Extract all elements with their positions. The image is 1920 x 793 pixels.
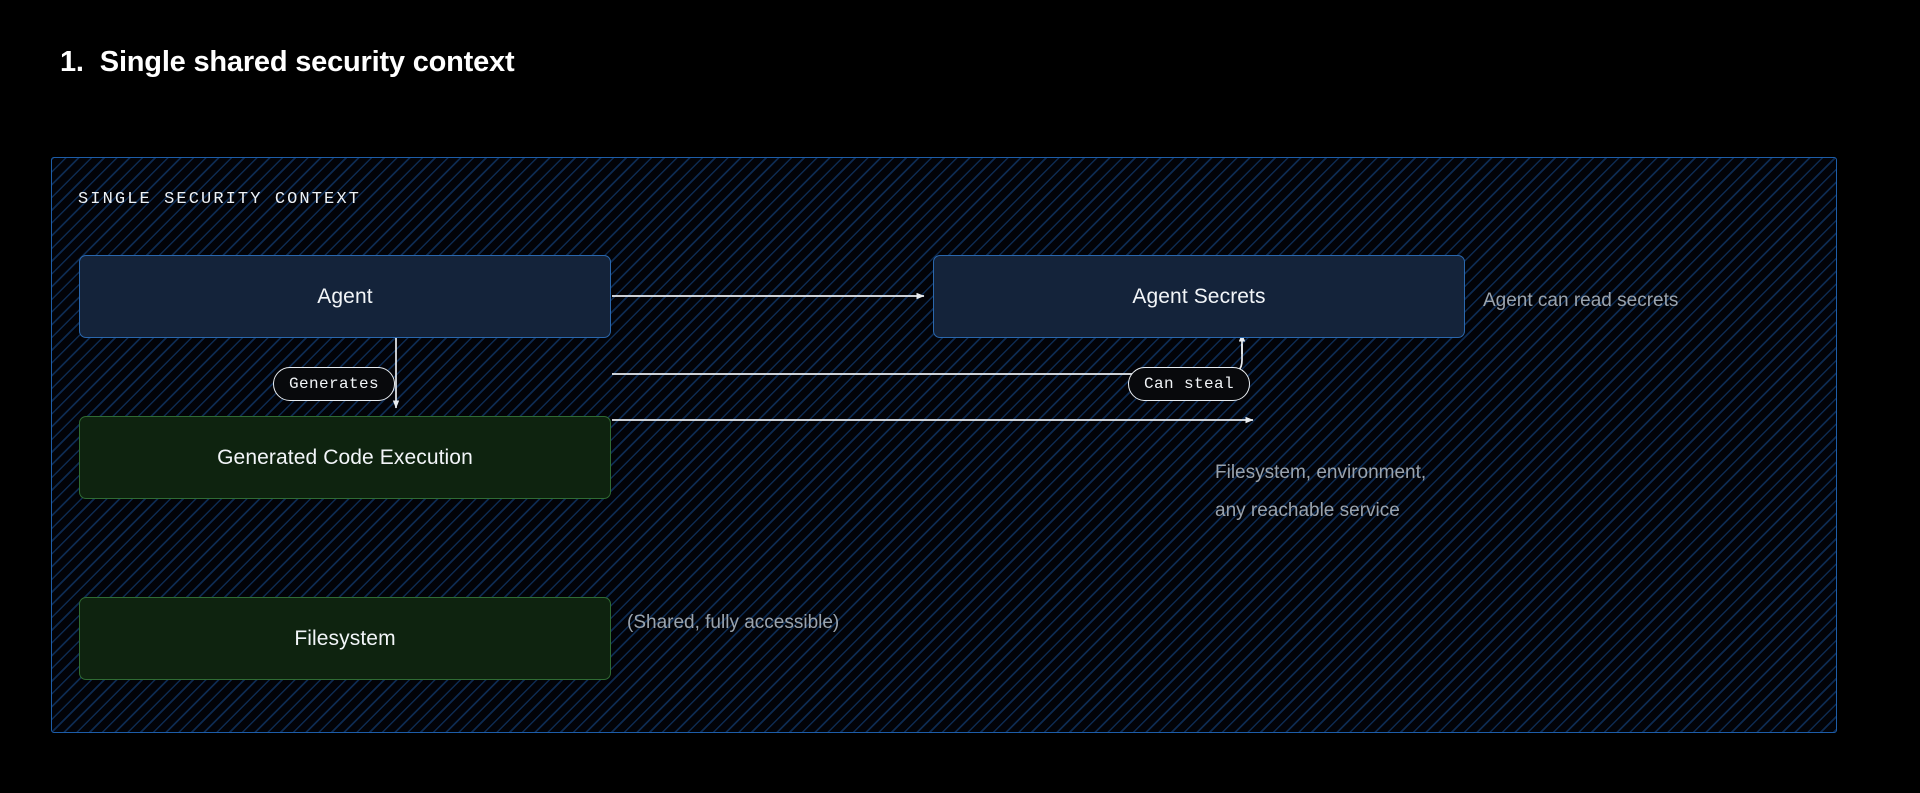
page-title-text: Single shared security context <box>99 46 515 78</box>
annotation-filesystem-shared: (Shared, fully accessible) <box>627 612 840 633</box>
node-agent-secrets-label: Agent Secrets <box>1132 284 1266 308</box>
node-agent-secrets[interactable]: Agent Secrets <box>933 255 1465 338</box>
edge-label-can-steal: Can steal <box>1128 367 1251 401</box>
node-agent[interactable]: Agent <box>79 255 611 338</box>
security-context-panel: SINGLE SECURITY CONTEXT Generates Can st… <box>51 157 1837 733</box>
node-generated-code-execution-label: Generated Code Execution <box>217 445 473 469</box>
node-filesystem-label: Filesystem <box>294 626 396 650</box>
panel-label: SINGLE SECURITY CONTEXT <box>78 190 361 209</box>
node-filesystem[interactable]: Filesystem <box>79 597 611 680</box>
annotation-agent-read-secrets: Agent can read secrets <box>1483 290 1679 311</box>
node-generated-code-execution[interactable]: Generated Code Execution <box>79 416 611 499</box>
page-title-number: 1. <box>60 46 84 78</box>
edge-label-generates: Generates <box>273 367 396 401</box>
annotation-reachable-surface: Filesystem, environment, any reachable s… <box>1215 462 1427 521</box>
node-agent-label: Agent <box>317 284 373 308</box>
page-title: 1. Single shared security context <box>60 46 515 79</box>
